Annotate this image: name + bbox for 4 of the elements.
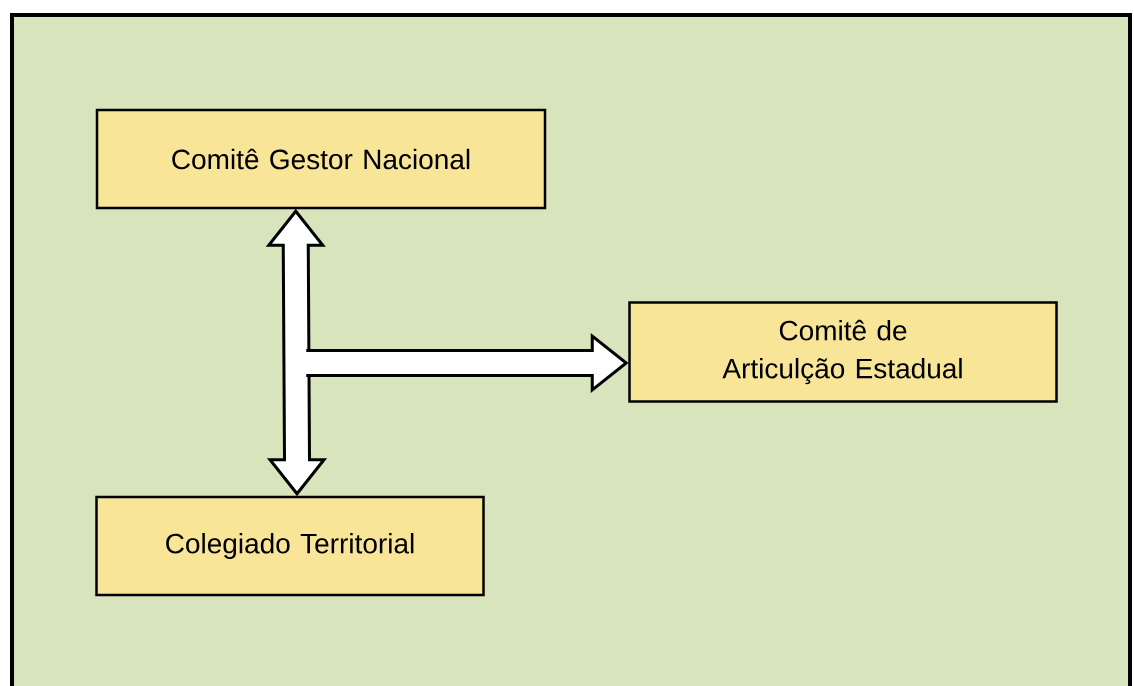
process-box: Comitê Gestor Nacional	[95, 108, 547, 210]
block-arrow	[304, 332, 629, 394]
process-box: Comitê de Articulção Estadual	[628, 301, 1058, 403]
process-box: Colegiado Territorial	[95, 495, 485, 597]
